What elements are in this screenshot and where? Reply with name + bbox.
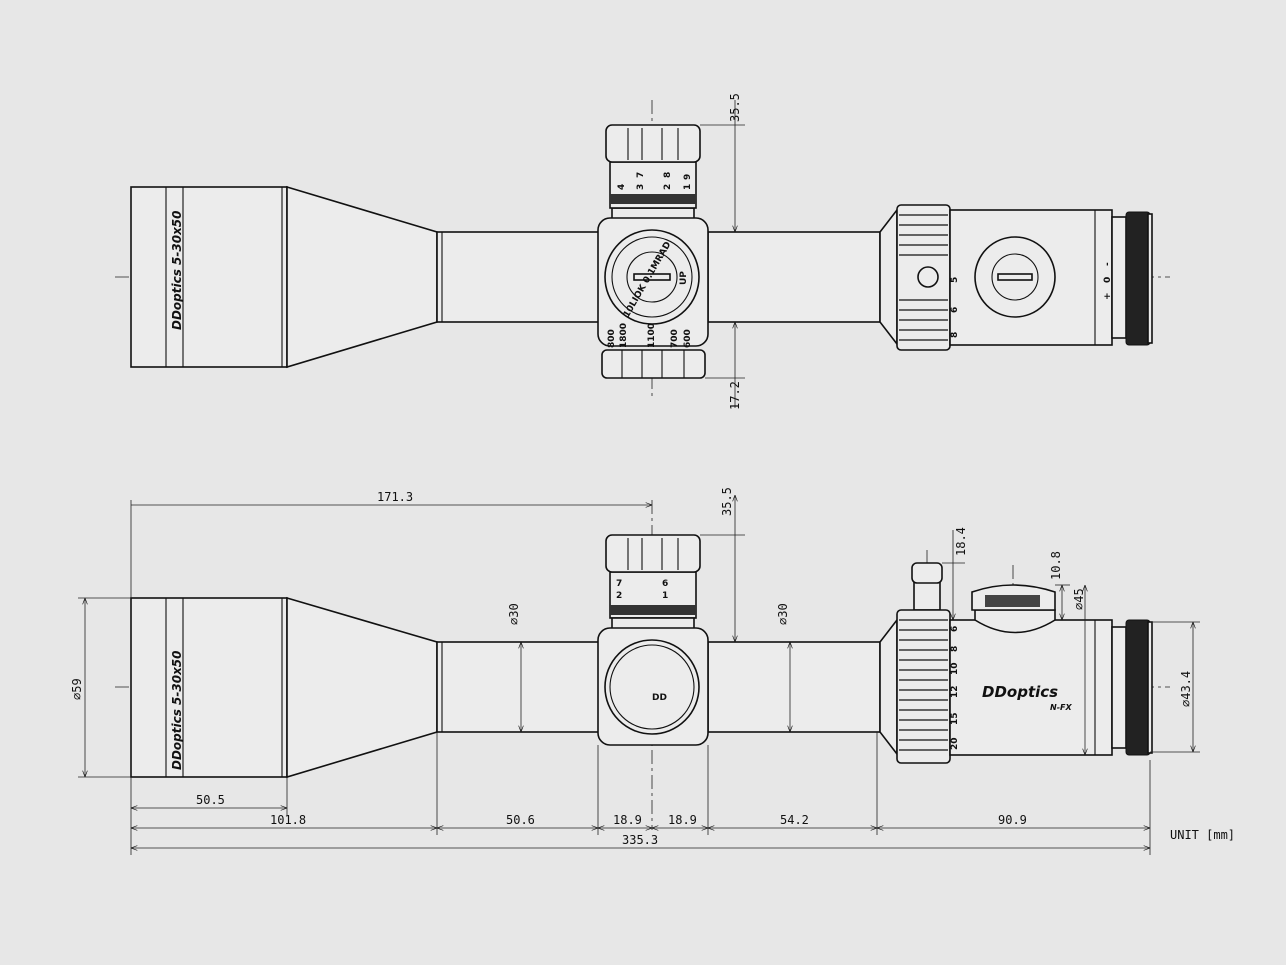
svg-text:6: 6 <box>662 579 668 589</box>
eyepiece-side: 6 8 10 12 15 20 DDoptics N-FX <box>879 562 1153 764</box>
svg-text:1: 1 <box>662 591 668 601</box>
svg-text:50.6: 50.6 <box>506 813 535 827</box>
main-tube-rear <box>707 641 881 733</box>
svg-text:9: 9 <box>683 174 693 180</box>
svg-text:18.4: 18.4 <box>954 527 968 556</box>
elevation-turret: 4 3 7 2 8 1 9 10LIOK 0.1MRAD UP 800 1800… <box>597 124 709 379</box>
svg-text:⌀43.4: ⌀43.4 <box>1179 671 1193 707</box>
svg-text:18.9: 18.9 <box>613 813 642 827</box>
svg-text:20: 20 <box>950 737 960 750</box>
objective-cone <box>286 185 438 369</box>
svg-text:4: 4 <box>617 184 627 190</box>
svg-text:335.3: 335.3 <box>622 833 658 847</box>
svg-text:15: 15 <box>950 712 960 725</box>
svg-text:⌀45: ⌀45 <box>1072 588 1086 610</box>
svg-text:DD: DD <box>652 693 667 703</box>
svg-text:171.3: 171.3 <box>377 490 413 504</box>
objective-bell: DDoptics 5-30x50 <box>130 186 288 368</box>
svg-text:1100: 1100 <box>647 323 657 348</box>
svg-text:DDoptics 5-30x50: DDoptics 5-30x50 <box>170 650 184 770</box>
svg-text:⌀30: ⌀30 <box>776 603 790 625</box>
svg-text:0: 0 <box>1103 277 1113 283</box>
svg-text:1: 1 <box>683 184 693 190</box>
svg-text:35.5: 35.5 <box>728 93 742 122</box>
svg-text:18.9: 18.9 <box>668 813 697 827</box>
svg-text:10.8: 10.8 <box>1049 551 1063 580</box>
svg-text:7: 7 <box>616 579 622 589</box>
svg-text:+: + <box>1103 292 1113 300</box>
svg-text:6: 6 <box>950 626 960 632</box>
svg-text:8: 8 <box>950 646 960 652</box>
svg-text:5: 5 <box>950 277 960 283</box>
objective-bell: DDoptics 5-30x50 <box>130 597 288 778</box>
side-dimensions: 171.3 35.5 ⌀30 ⌀30 ⌀59 ⌀43.4 ⌀45 18.4 10… <box>70 487 1235 855</box>
svg-text:8: 8 <box>663 172 673 178</box>
unit-label: UNIT [mm] <box>1170 828 1235 842</box>
model-label: DDoptics 5-30x50 <box>170 210 184 330</box>
side-view: DDoptics 5-30x50 7 6 2 1 DD 6 8 10 <box>70 487 1235 855</box>
svg-text:2: 2 <box>663 184 673 190</box>
svg-text:54.2: 54.2 <box>780 813 809 827</box>
svg-text:7: 7 <box>636 172 646 178</box>
top-view: DDoptics 5-30x50 4 3 7 2 8 1 9 10LIOK 0.… <box>115 93 1170 410</box>
svg-text:-: - <box>1103 262 1113 266</box>
elevation-turret-side: 7 6 2 1 DD <box>597 534 709 746</box>
power-lever <box>913 579 941 611</box>
svg-text:⌀30: ⌀30 <box>507 603 521 625</box>
svg-text:2: 2 <box>616 591 622 601</box>
main-tube-front <box>436 641 601 733</box>
svg-text:101.8: 101.8 <box>270 813 306 827</box>
svg-text:700: 700 <box>670 329 680 348</box>
main-tube-rear <box>707 231 881 323</box>
svg-text:6: 6 <box>950 307 960 313</box>
svg-text:12: 12 <box>950 685 960 698</box>
main-tube-front <box>436 231 601 323</box>
svg-text:600: 600 <box>683 329 693 348</box>
svg-text:50.5: 50.5 <box>196 793 225 807</box>
svg-text:N-FX: N-FX <box>1050 703 1072 712</box>
svg-text:UP: UP <box>679 271 689 285</box>
svg-text:10: 10 <box>950 662 960 675</box>
eyepiece: 5 6 8 + 0 - <box>879 204 1153 351</box>
svg-text:3: 3 <box>636 184 646 190</box>
svg-text:1800: 1800 <box>619 323 629 348</box>
svg-text:17.2: 17.2 <box>728 381 742 410</box>
svg-text:800: 800 <box>607 329 617 348</box>
svg-text:90.9: 90.9 <box>998 813 1027 827</box>
side-dial <box>604 639 700 735</box>
top-dimensions: 35.5 17.2 <box>700 93 745 410</box>
svg-text:8: 8 <box>950 332 960 338</box>
svg-text:35.5: 35.5 <box>720 487 734 516</box>
svg-text:⌀59: ⌀59 <box>70 678 84 700</box>
svg-text:DDoptics: DDoptics <box>982 683 1058 701</box>
